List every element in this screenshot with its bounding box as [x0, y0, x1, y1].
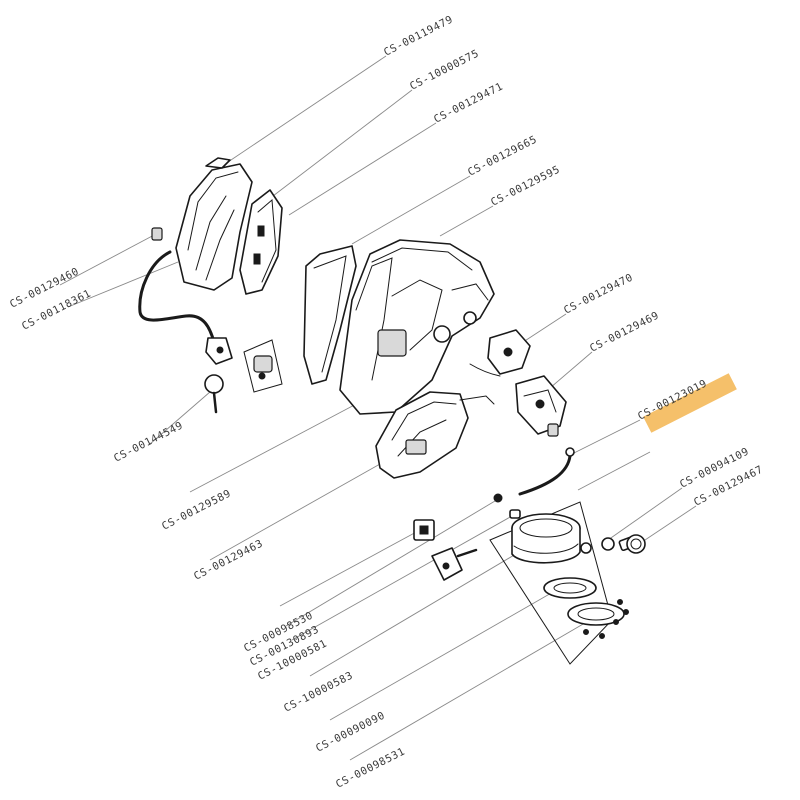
connector-block	[243, 339, 283, 393]
part-label[interactable]: CS-00129470	[562, 271, 635, 316]
part-label[interactable]: CS-00144549	[112, 419, 185, 464]
side-cover	[239, 189, 283, 295]
thermostat	[431, 547, 478, 581]
pump-assembly	[469, 329, 567, 437]
part-label[interactable]: CS-10000583	[282, 669, 355, 714]
highlighted-part-box	[643, 373, 737, 433]
part-label[interactable]: CS-00098531	[334, 745, 407, 790]
part-label[interactable]: CS-00090090	[314, 709, 387, 754]
heating-plate	[543, 577, 629, 639]
lens-cap	[204, 374, 224, 414]
leader-lines	[59, 55, 697, 761]
part-label[interactable]: CS-00129595	[489, 163, 562, 208]
part-label[interactable]: CS-10000575	[408, 47, 481, 92]
part-label[interactable]: CS-00129665	[466, 133, 539, 178]
station-body	[303, 239, 495, 415]
boiler	[511, 513, 646, 564]
iron-housing	[151, 157, 253, 291]
part-label[interactable]: CS-00129469	[588, 309, 661, 354]
power-cord	[138, 250, 233, 365]
bracket	[413, 519, 435, 541]
water-tank	[375, 391, 495, 479]
small-fittings	[493, 493, 521, 519]
part-label[interactable]: CS-00129463	[192, 537, 265, 582]
part-label[interactable]: CS-00129471	[432, 80, 505, 125]
part-label[interactable]: CS-00119479	[382, 13, 455, 58]
hose	[518, 447, 575, 496]
part-label[interactable]: CS-00129589	[160, 487, 233, 532]
